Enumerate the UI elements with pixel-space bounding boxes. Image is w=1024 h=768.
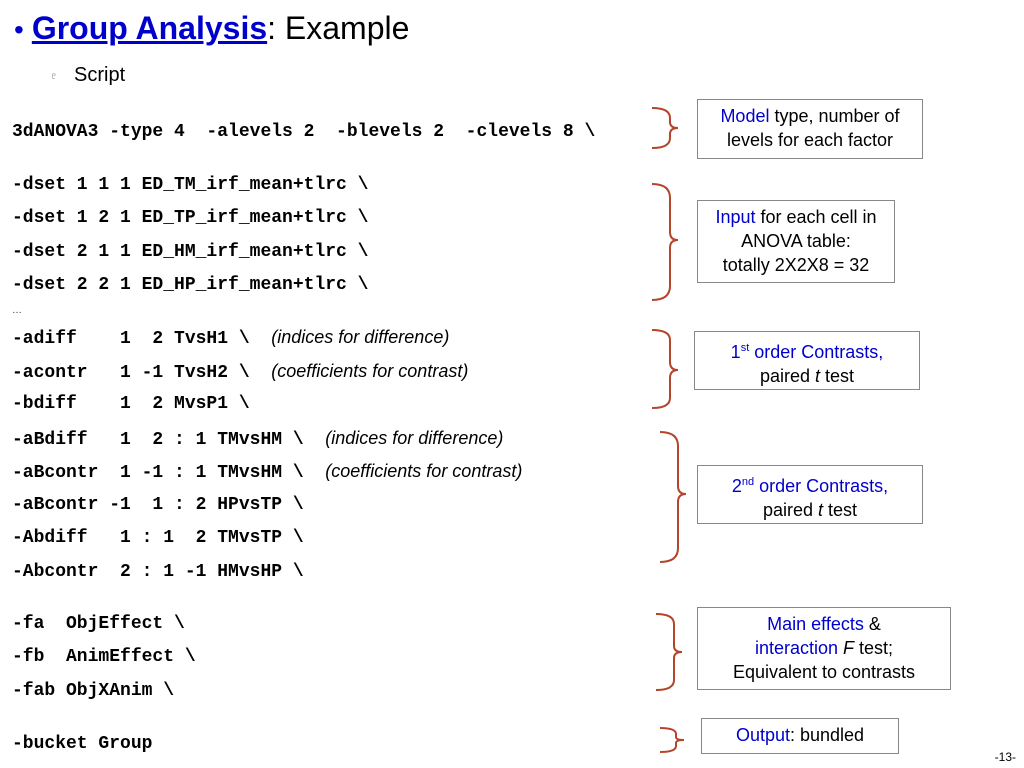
code-line: -Abcontr 2 : 1 -1 HMvsHP \ <box>12 562 304 582</box>
input-box: Input for each cell in ANOVA table: tota… <box>697 200 895 283</box>
slide-title: •Group Analysis: Example <box>14 10 409 47</box>
code-note: (indices for difference) <box>271 327 450 347</box>
code-note: (coefficients for contrast) <box>325 461 523 481</box>
brace-second <box>659 431 687 563</box>
code-line: -aBdiff 1 2 : 1 TMvsHM \ (indices for di… <box>12 428 504 450</box>
code-line: -fa ObjEffect \ <box>12 614 185 634</box>
code-line: -acontr 1 -1 TvsH2 \ (coefficients for c… <box>12 361 469 383</box>
brace-input <box>651 183 679 301</box>
output-box: Output: bundled <box>701 718 899 754</box>
code-line: -bdiff 1 2 MvsP1 \ <box>12 394 250 414</box>
group-analysis-link[interactable]: Group Analysis <box>31 10 268 46</box>
code-note: (coefficients for contrast) <box>271 361 469 381</box>
code-line: 3dANOVA3 -type 4 -alevels 2 -blevels 2 -… <box>12 122 596 142</box>
main-effects-box: Main effects & interaction F test; Equiv… <box>697 607 951 690</box>
code-line: -adiff 1 2 TvsH1 \ (indices for differen… <box>12 327 450 349</box>
title-bullet: • <box>14 14 24 45</box>
title-rest: : Example <box>267 10 410 46</box>
code-line: -aBcontr -1 1 : 2 HPvsTP \ <box>12 495 304 515</box>
model-box: Model type, number of levels for each fa… <box>697 99 923 159</box>
code-line: -dset 2 1 1 ED_HM_irf_mean+tlrc \ <box>12 242 369 262</box>
second-order-box: 2nd order Contrasts, paired t test <box>697 465 923 524</box>
subtitle: ♇ Script <box>50 64 125 87</box>
subtitle-text: Script <box>74 64 126 86</box>
code-line: -dset 2 2 1 ED_HP_irf_mean+tlrc \ <box>12 275 369 295</box>
brace-first <box>651 329 679 409</box>
code-line: -bucket Group <box>12 734 153 754</box>
code-note: (indices for difference) <box>325 428 504 448</box>
code-line: -Abdiff 1 : 1 2 TMvsTP \ <box>12 528 304 548</box>
brace-output <box>659 727 685 753</box>
code-line: -fab ObjXAnim \ <box>12 681 175 701</box>
code-line: -dset 1 2 1 ED_TP_irf_mean+tlrc \ <box>12 208 369 228</box>
brace-model <box>651 107 679 149</box>
ellipsis: … <box>12 305 22 316</box>
code-line: -aBcontr 1 -1 : 1 TMvsHM \ (coefficients… <box>12 461 523 483</box>
code-line: -dset 1 1 1 ED_TM_irf_mean+tlrc \ <box>12 175 369 195</box>
page-number: -13- <box>994 750 1016 764</box>
code-line: -fb AnimEffect \ <box>12 647 196 667</box>
brace-main <box>655 613 683 691</box>
first-order-box: 1st order Contrasts, paired t test <box>694 331 920 390</box>
sub-bullet-icon: ♇ <box>50 71 58 82</box>
